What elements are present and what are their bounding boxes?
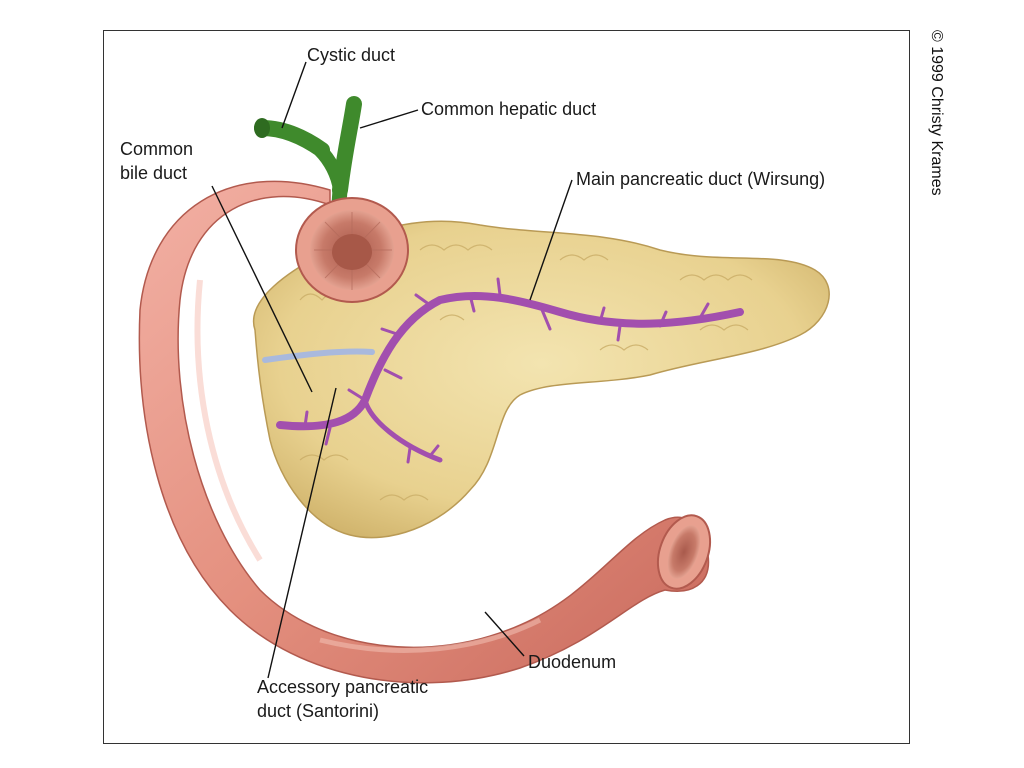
pancreatic-ducts [276,277,744,464]
label-accessory-line1: Accessory pancreatic [257,677,429,697]
label-accessory-line2: duct (Santorini) [257,701,380,721]
label-common-hepatic-duct: Common hepatic duct [421,99,597,119]
pancreas [252,220,830,539]
label-common-bile-duct-line2: bile duct [120,163,188,183]
label-cystic-duct: Cystic duct [307,45,396,65]
label-main-pancreatic-duct: Main pancreatic duct (Wirsung) [576,169,826,189]
leader-lines [211,61,573,679]
cystic-duct-opening [254,118,270,138]
vessel [262,348,375,363]
copyright-notice: © 1999 Christy Krames [928,30,945,196]
label-common-bile-duct-line1: Common [120,139,194,159]
duodenum [138,180,712,684]
duodenum-proximal-opening [295,197,409,303]
label-duodenum: Duodenum [528,652,617,672]
